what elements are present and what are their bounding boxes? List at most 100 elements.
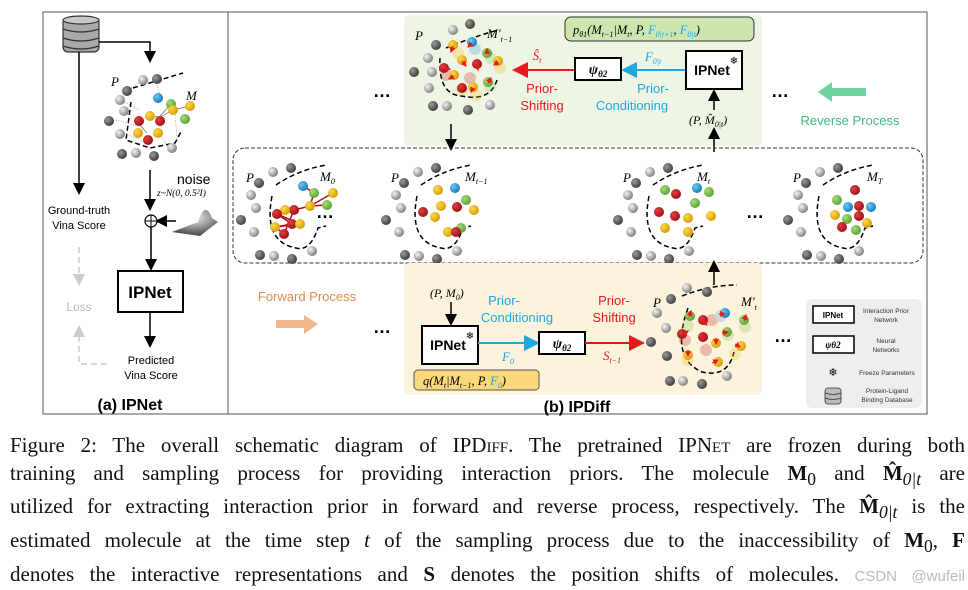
ligand-atom [461, 195, 471, 205]
protein-atom [815, 167, 825, 177]
panel-a: P M noise z~N(0, 0.5²I) Ground-truth Vin… [48, 15, 218, 414]
ligand-atom [328, 188, 338, 198]
reverse-prior-shifting-1: Prior- [526, 81, 558, 96]
forward-process-panel: Forward Process … (P, M0) IPNet ❄ Prior-… [258, 260, 792, 395]
ligand-atom [832, 195, 842, 205]
legend: IPNet Interaction Prior Network ψθ2 Neur… [806, 299, 922, 408]
noise-label: noise [177, 171, 211, 187]
state-ellipsis: … [746, 202, 764, 222]
ligand-atom [436, 201, 446, 211]
ligand-atom [704, 187, 714, 197]
protein-atom [254, 178, 264, 188]
reverse-ellipsis-right: … [771, 81, 789, 101]
state-protein-label: P [390, 170, 399, 185]
complex-illustration: P M [104, 72, 198, 161]
protein-atom [413, 167, 423, 177]
binding-pocket [414, 164, 472, 250]
state-ligand-label: M0 [319, 169, 335, 186]
ligand-atom [830, 210, 840, 220]
figure-diagram: P M noise z~N(0, 0.5²I) Ground-truth Vin… [42, 11, 928, 416]
protein-atom [802, 250, 812, 260]
forward-psi-label: ψθ2 [553, 337, 572, 353]
ligand-atom [837, 222, 847, 232]
protein-atom [645, 167, 655, 177]
forward-feature-label: F0 [501, 349, 514, 366]
protein-atom [268, 167, 278, 177]
reverse-formula: pθ1(Mt−1|Mt, P, F0|t+1, F0|t) [572, 23, 700, 39]
reverse-prior-conditioning-2: Conditioning [596, 98, 668, 113]
gaussian-noise-icon [172, 209, 218, 236]
reverse-prior-shifting-2: Shifting [520, 98, 563, 113]
caption-line-3: utilized for extracting interaction prio… [10, 494, 965, 523]
ligand-atom [309, 188, 319, 198]
forward-shift-label: St−1 [603, 348, 621, 365]
state-ligand-label: Mt [696, 169, 711, 186]
protein-atom [663, 163, 673, 173]
reverse-shift-label: Ŝt [533, 48, 543, 65]
watermark: CSDN @wufeil [854, 567, 966, 585]
ligand-atom [660, 223, 670, 233]
protein-atom [628, 203, 638, 213]
protein-atom [400, 250, 410, 260]
forward-ligand-label: M't [740, 294, 758, 312]
noise-formula: z~N(0, 0.5²I) [156, 188, 206, 199]
reverse-input-label: (P, M̂0|t) [689, 113, 727, 129]
reverse-formula-box [564, 16, 755, 42]
protein-atom [249, 227, 259, 237]
caption-line-1: Figure 2: The overall schematic diagram … [10, 433, 965, 457]
reverse-process-panel: pθ1(Mt−1|Mt, P, F0|t+1, F0|t) P [373, 15, 900, 152]
protein-atom [286, 163, 296, 173]
protein-atom [801, 178, 811, 188]
forward-process-label: Forward Process [258, 289, 357, 304]
forward-formula: q(Mt|Mt−1, P, F0) [423, 374, 506, 390]
ground-truth-label-2: Vina Score [52, 220, 106, 232]
protein-atom [246, 190, 256, 200]
protein-atom [255, 250, 265, 260]
state-ligand-label: MT [866, 169, 883, 186]
ligand-atom [443, 227, 453, 237]
protein-atom [793, 190, 803, 200]
ipnet-label-a: IPNet [128, 283, 172, 302]
forward-input-label: (P, M0) [430, 286, 464, 302]
reverse-molecule: P M't−1 [409, 19, 512, 115]
reverse-arrow-icon [818, 82, 866, 102]
loss-label: Loss [66, 300, 91, 314]
legend-freeze-line1: Freeze Parameters [859, 370, 915, 377]
protein-atom [816, 251, 826, 261]
forward-prior-shifting-1: Prior- [598, 293, 630, 308]
forward-prior-shifting-2: Shifting [592, 310, 635, 325]
legend-ipnet-swatch [812, 305, 855, 324]
forward-ipnet-label: IPNet [430, 337, 466, 353]
ligand-atom [450, 183, 460, 193]
figure-caption: Figure 2: The overall schematic diagram … [10, 432, 965, 590]
forward-prior-conditioning-1: Prior- [488, 293, 520, 308]
ligand-atom [866, 202, 876, 212]
ligand-atom [683, 227, 693, 237]
state-protein-label: P [792, 170, 801, 185]
ligand-atom [418, 207, 428, 217]
protein-atom [798, 203, 808, 213]
snowflake-icon: ❄ [828, 367, 837, 379]
ligand-atom [854, 211, 864, 221]
protein-atom [391, 190, 401, 200]
state-protein-label: P [622, 170, 631, 185]
protein-label-a: P [110, 74, 119, 89]
caption-line-5: denotes the interactive representations … [10, 561, 966, 586]
legend-db-line2: Binding Database [861, 397, 913, 404]
reverse-protein-label: P [414, 28, 423, 43]
legend-ipnet-line2: Network [874, 317, 899, 324]
protein-atom [613, 215, 623, 225]
ligand-atom [279, 229, 289, 239]
protein-atom [646, 251, 656, 261]
protein-atom [394, 227, 404, 237]
protein-atom [381, 215, 391, 225]
protein-atom [431, 163, 441, 173]
protein-atom [287, 254, 297, 264]
ligand-label-a: M [185, 88, 198, 103]
forward-ipnet-box [421, 325, 479, 365]
state-ellipsis: … [316, 202, 334, 222]
ligand-atom [660, 185, 670, 195]
ligand-atom [854, 201, 864, 211]
